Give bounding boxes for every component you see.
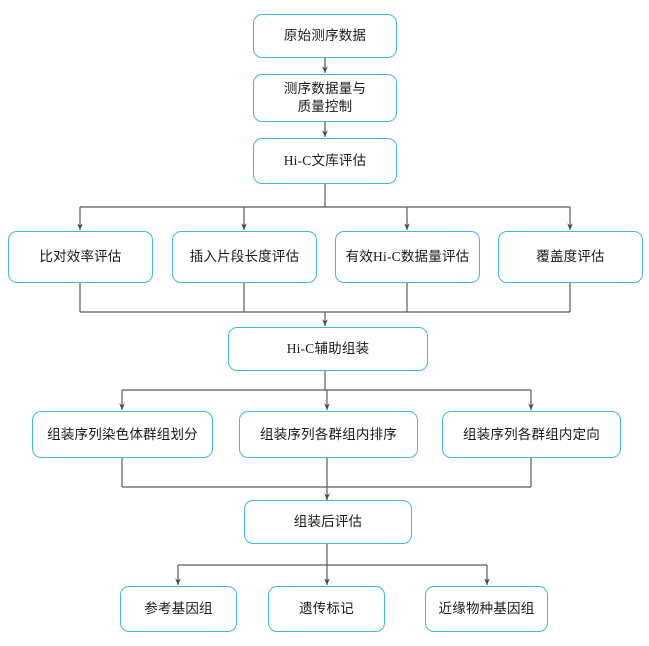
node-post-assembly-eval-label: 组装后评估: [293, 514, 363, 530]
node-hic-assembly[interactable]: Hi-C辅助组装: [228, 327, 428, 371]
node-cluster[interactable]: 组装序列染色体群组划分: [32, 411, 213, 458]
node-raw-data[interactable]: 原始测序数据: [253, 14, 397, 58]
node-order-label: 组装序列各群组内排序: [260, 426, 397, 442]
node-ref-genome-label: 参考基因组: [144, 601, 213, 617]
node-insert-size-label: 插入片段长度评估: [189, 249, 300, 265]
node-cluster-label: 组装序列染色体群组划分: [47, 426, 198, 442]
node-mapping-rate[interactable]: 比对效率评估: [8, 231, 153, 283]
node-mapping-rate-label: 比对效率评估: [39, 249, 122, 265]
node-related-genome[interactable]: 近缘物种基因组: [425, 586, 548, 632]
node-post-assembly-eval[interactable]: 组装后评估: [244, 500, 412, 544]
node-valid-hic[interactable]: 有效Hi-C数据量评估: [335, 231, 480, 283]
node-coverage-label: 覆盖度评估: [536, 249, 605, 265]
node-orient-label: 组装序列各群组内定向: [463, 426, 600, 442]
node-insert-size[interactable]: 插入片段长度评估: [172, 231, 317, 283]
node-order[interactable]: 组装序列各群组内排序: [239, 411, 418, 458]
node-orient[interactable]: 组装序列各群组内定向: [442, 411, 621, 458]
node-valid-hic-label: 有效Hi-C数据量评估: [345, 249, 470, 265]
node-hic-library-eval[interactable]: Hi-C文库评估: [253, 138, 397, 184]
node-hic-assembly-label: Hi-C辅助组装: [286, 341, 370, 357]
node-related-genome-label: 近缘物种基因组: [438, 601, 535, 617]
node-hic-library-eval-label: Hi-C文库评估: [283, 153, 367, 169]
node-raw-data-label: 原始测序数据: [283, 28, 367, 44]
node-ref-genome[interactable]: 参考基因组: [120, 586, 237, 632]
node-qc[interactable]: 测序数据量与 质量控制: [253, 74, 397, 122]
node-qc-label: 测序数据量与 质量控制: [283, 81, 367, 114]
node-genetic-marker-label: 遗传标记: [299, 601, 354, 617]
node-coverage[interactable]: 覆盖度评估: [498, 231, 643, 283]
node-genetic-marker[interactable]: 遗传标记: [268, 586, 385, 632]
